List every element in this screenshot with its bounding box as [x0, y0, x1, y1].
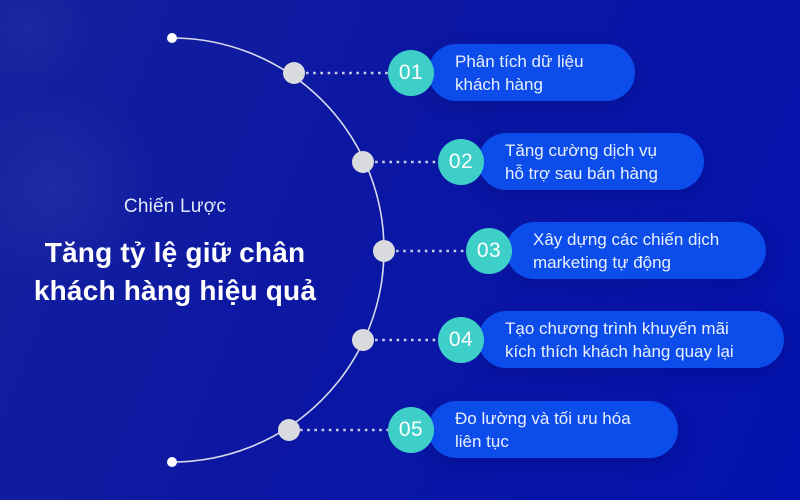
step-pill-4: Tạo chương trình khuyến mãi kích thích k… [478, 311, 784, 368]
step-pill-2: Tăng cường dịch vụ hỗ trợ sau bán hàng [478, 133, 704, 190]
step-4-text-line2: kích thích khách hàng quay lại [505, 341, 734, 361]
page-title: Tăng tỷ lệ giữ chân khách hàng hiệu quả [18, 234, 332, 310]
step-pill-5: Đo lường và tối ưu hóa liên tục [428, 401, 678, 458]
step-number-badge-3: 03 [466, 227, 512, 274]
arc-endpoint-bottom-dot [167, 457, 177, 467]
step-5-text-line1: Đo lường và tối ưu hóa [455, 408, 631, 428]
step-number-badge-2: 02 [438, 138, 484, 185]
step-2-text-line1: Tăng cường dịch vụ [505, 140, 657, 160]
page-title-line1: Tăng tỷ lệ giữ chân [44, 237, 306, 268]
step-3-text-line2: marketing tự động [533, 252, 672, 272]
step-3-text-line1: Xây dựng các chiến dịch [533, 229, 720, 249]
step-pill-1: Phân tích dữ liệu khách hàng [428, 44, 635, 101]
step-pill-3: Xây dựng các chiến dịch marketing tự độn… [506, 222, 766, 279]
title-eyebrow: Chiến Lược [123, 196, 227, 217]
step-number-badge-5: 05 [388, 406, 434, 453]
arc-node-2 [352, 151, 374, 173]
step-5-text-line2: liên tục [455, 431, 509, 451]
step-number-badge-1: 01 [388, 49, 434, 96]
step-4-text-line1: Tạo chương trình khuyến mãi [505, 318, 729, 338]
step-1-text-line2: khách hàng [455, 74, 543, 94]
step-2-text-line2: hỗ trợ sau bán hàng [505, 163, 658, 183]
title-block: Chiến Lược Tăng tỷ lệ giữ chân khách hàn… [18, 196, 332, 310]
page-title-line2: khách hàng hiệu quả [33, 275, 317, 306]
arc-node-5 [278, 419, 300, 441]
step-number-badge-4: 04 [438, 316, 484, 363]
arc-endpoint-top-dot [167, 33, 177, 43]
arc-node-1 [283, 62, 305, 84]
arc-node-3 [373, 240, 395, 262]
step-1-text-line1: Phân tích dữ liệu [455, 51, 584, 71]
arc-node-4 [352, 329, 374, 351]
